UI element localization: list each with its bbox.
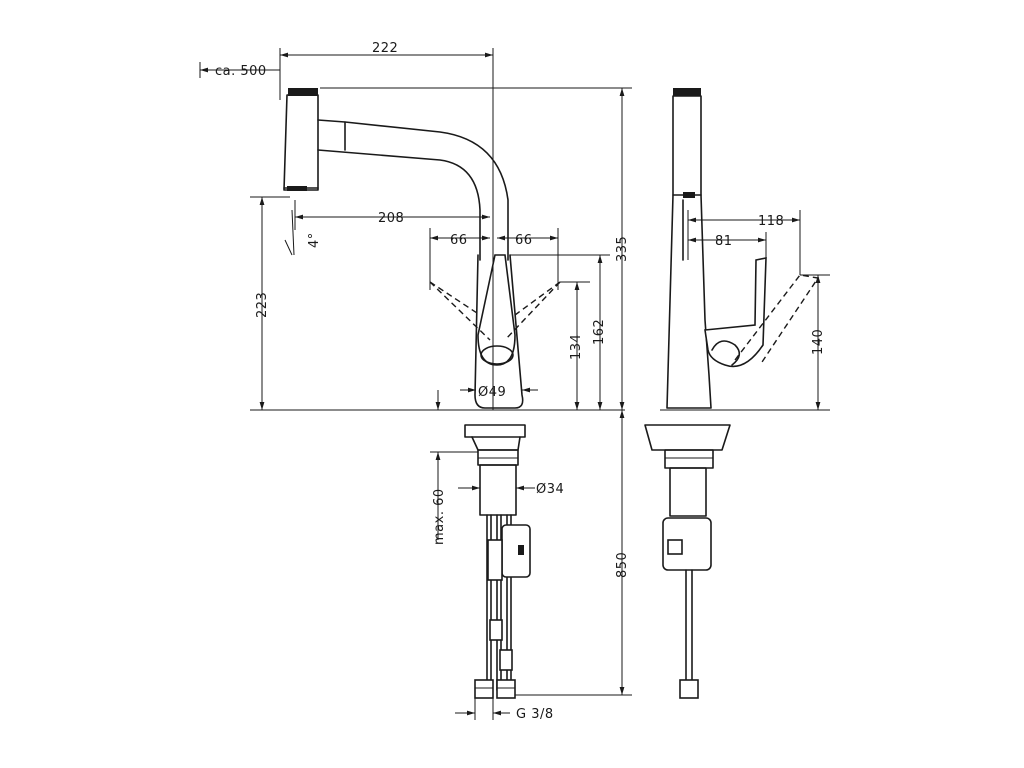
spout-arm-top — [317, 119, 509, 261]
side-flange — [644, 424, 731, 451]
spray-head — [283, 94, 319, 191]
side-valve-box — [662, 517, 712, 571]
label-208: 208 — [378, 211, 404, 226]
label-162: 162 — [592, 319, 607, 345]
front-view — [199, 48, 632, 720]
label-140: 140 — [811, 329, 826, 355]
spray-head-cap — [288, 88, 318, 96]
label-4deg: 4° — [307, 232, 322, 248]
side-lever-swing — [734, 274, 820, 366]
label-max-60: max. 60 — [432, 488, 447, 545]
hose-nut-left — [474, 679, 494, 699]
label-222: 222 — [372, 41, 398, 56]
side-spray-head — [672, 95, 702, 196]
label-dia-49: Ø49 — [478, 385, 506, 400]
lever-front — [477, 254, 516, 366]
valve-box — [501, 524, 531, 578]
side-view — [644, 88, 830, 699]
label-118: 118 — [758, 214, 784, 229]
label-66-left: 66 — [450, 233, 468, 248]
label-81: 81 — [715, 234, 733, 249]
side-hose-nut — [679, 679, 699, 699]
spout-arm-bottom — [317, 149, 481, 261]
label-223: 223 — [255, 292, 270, 318]
faucet-body — [474, 254, 524, 409]
side-lever — [704, 257, 767, 368]
base-flange — [464, 424, 526, 438]
lever-swing-left — [429, 281, 491, 341]
side-body — [666, 194, 712, 409]
dimension-labels: ca. 500 222 208 4° 66 66 223 134 162 335… — [215, 41, 826, 722]
label-ca-500: ca. 500 — [215, 64, 267, 79]
label-335: 335 — [615, 236, 630, 262]
label-dia-34: Ø34 — [536, 482, 564, 497]
shank — [479, 464, 517, 516]
label-850: 850 — [615, 552, 630, 578]
label-66-right: 66 — [515, 233, 533, 248]
label-g-3-8: G 3/8 — [516, 707, 554, 722]
hose-nut-right — [496, 679, 516, 699]
hose-connector — [487, 539, 503, 581]
label-134: 134 — [569, 334, 584, 360]
lever-swing-right — [504, 281, 561, 341]
